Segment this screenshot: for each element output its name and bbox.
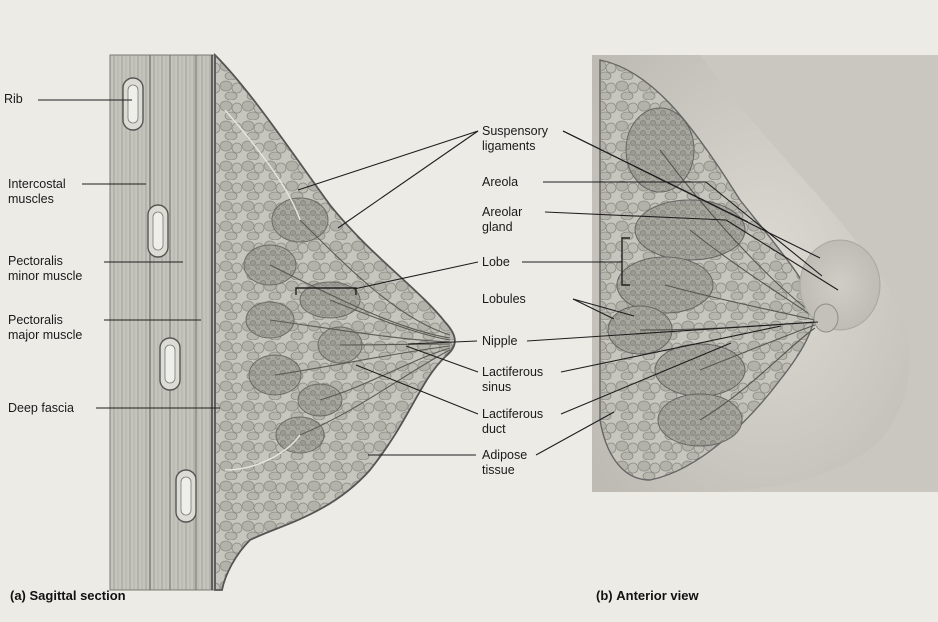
sagittal-section-drawing [110, 55, 455, 590]
caption-b-text: Anterior view [616, 588, 698, 603]
nipple [814, 304, 838, 332]
caption-anterior-view: (b) Anterior view [596, 588, 699, 603]
label-pectoralis-minor: Pectoralis minor muscle [8, 254, 82, 284]
caption-sagittal-section: (a) Sagittal section [10, 588, 126, 603]
label-lobules: Lobules [482, 292, 526, 307]
label-rib: Rib [4, 92, 23, 107]
label-adipose-tissue: Adipose tissue [482, 448, 527, 478]
label-deep-fascia: Deep fascia [8, 401, 74, 416]
label-lactiferous-sinus: Lactiferous sinus [482, 365, 543, 395]
caption-b-letter: (b) [596, 588, 613, 603]
label-nipple: Nipple [482, 334, 517, 349]
label-areola: Areola [482, 175, 518, 190]
anterior-view-drawing [592, 55, 938, 492]
label-suspensory-ligaments: Suspensory ligaments [482, 124, 548, 154]
label-areolar-gland: Areolar gland [482, 205, 522, 235]
label-pectoralis-major: Pectoralis major muscle [8, 313, 82, 343]
label-lobe: Lobe [482, 255, 510, 270]
caption-a-text: Sagittal section [30, 588, 126, 603]
chest-wall [110, 55, 215, 590]
label-intercostal-muscles: Intercostal muscles [8, 177, 66, 207]
caption-a-letter: (a) [10, 588, 26, 603]
label-lactiferous-duct: Lactiferous duct [482, 407, 543, 437]
